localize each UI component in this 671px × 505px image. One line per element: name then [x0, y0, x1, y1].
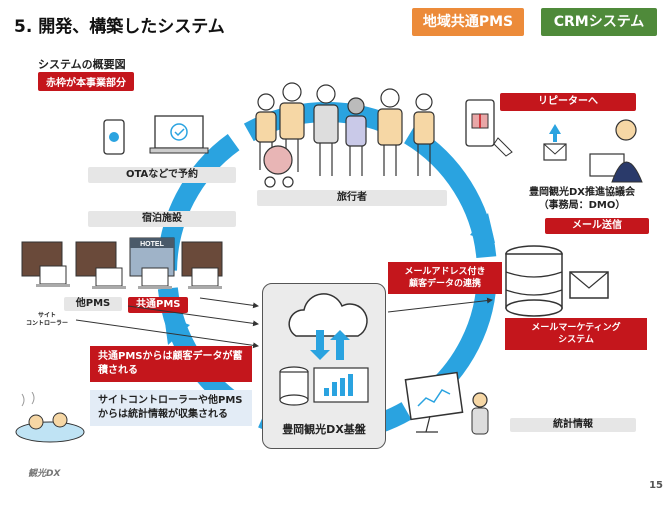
stats-label: 統計情報	[510, 418, 636, 432]
other-pms-label: 他PMS	[64, 297, 122, 311]
tag-crm-system: CRMシステム	[541, 8, 657, 36]
dx-base-label: 豊岡観光DX基盤	[282, 423, 366, 436]
accommodation-label: 宿泊施設	[88, 211, 236, 227]
travelers-label: 旅行者	[257, 190, 447, 206]
hotel-sign-text: HOTEL	[140, 241, 164, 248]
onsen-icon	[15, 392, 85, 443]
overview-subtitle: システムの概要図	[38, 58, 126, 71]
dx-logo: 観光DX	[28, 469, 61, 479]
dmo-staff-icon	[543, 119, 643, 183]
mail-send-badge: メール送信	[545, 218, 649, 234]
legend-badge: 赤枠が本事業部分	[38, 72, 134, 91]
email-link-callout: メールアドレス付き 顧客データの連携	[388, 262, 502, 294]
hotels-icon: HOTEL	[21, 237, 223, 289]
page-number: 15	[649, 480, 663, 491]
mail-marketing-label: メールマーケティング システム	[505, 318, 647, 350]
dmo-label: 豊岡観光DX推進協議会 （事務局：DMO）	[528, 187, 635, 211]
common-pms-badge: 共通PMS	[128, 297, 189, 313]
stats-monitor-icon	[404, 371, 489, 435]
phone-gift-icon	[465, 99, 513, 157]
mail-server-icon	[505, 245, 609, 317]
ota-devices-icon	[103, 115, 209, 155]
tag-regional-pms: 地域共通PMS	[412, 8, 524, 36]
ota-label: OTAなどで予約	[88, 167, 236, 183]
repeater-badge: リピーターへ	[500, 93, 636, 111]
site-controller-label: サイト コントローラー	[25, 312, 68, 327]
pms-accumulate-callout: 共通PMSからは顧客データが蓄積される	[90, 346, 252, 382]
travelers-group-icon	[255, 82, 435, 188]
page-title: 5. 開発、構築したシステム	[14, 17, 225, 37]
cloud-database-icon	[279, 293, 369, 406]
site-stats-callout: サイトコントローラーや他PMSからは統計情報が収集される	[90, 390, 252, 426]
